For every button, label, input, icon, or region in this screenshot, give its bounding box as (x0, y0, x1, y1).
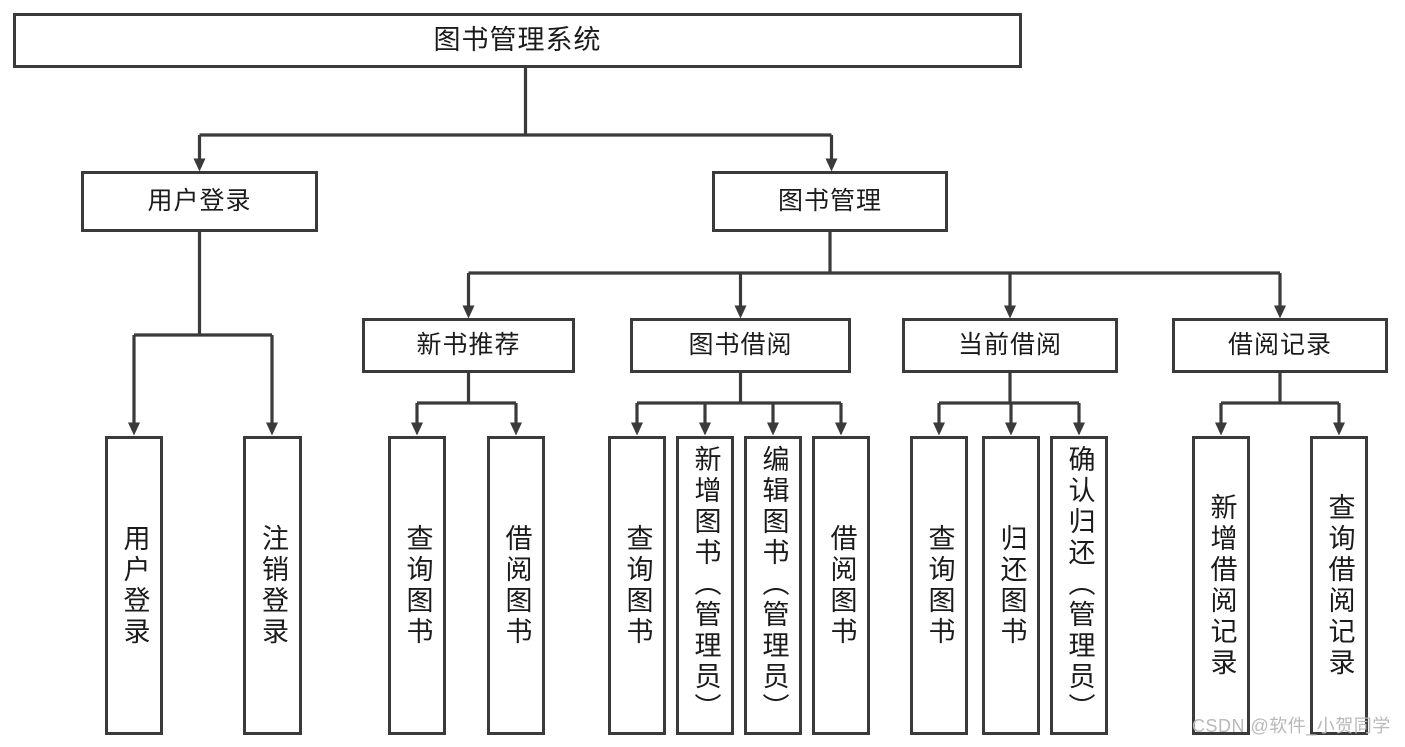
node-leaf-br-add[interactable]: 新增图书（管理员） (676, 436, 734, 735)
node-label: 图书借阅 (688, 331, 793, 360)
node-label: 新书推荐 (416, 331, 521, 360)
node-leaf-nb-borrow[interactable]: 借阅图书 (487, 436, 545, 735)
node-label: 新增图书（管理员） (690, 445, 721, 724)
node-bookmgmt[interactable]: 图书管理 (712, 171, 948, 232)
node-current[interactable]: 当前借阅 (902, 318, 1118, 373)
node-leaf-rec-add[interactable]: 新增借阅记录 (1192, 436, 1250, 735)
node-label: 编辑图书（管理员） (758, 445, 789, 724)
node-label: 借阅图书 (501, 523, 532, 648)
node-label: 用户登录 (147, 187, 252, 216)
node-label: 查询图书 (622, 523, 653, 648)
node-label: 图书管理 (777, 187, 882, 216)
node-label: 图书管理系统 (433, 24, 602, 55)
node-label: 查询图书 (924, 523, 955, 648)
node-login[interactable]: 用户登录 (81, 171, 318, 232)
node-leaf-br-query[interactable]: 查询图书 (608, 436, 666, 735)
node-borrow[interactable]: 图书借阅 (630, 318, 851, 373)
node-leaf-user-login[interactable]: 用户登录 (105, 436, 163, 735)
node-leaf-cur-return[interactable]: 归还图书 (982, 436, 1040, 735)
node-label: 确认归还（管理员） (1064, 445, 1095, 724)
node-records[interactable]: 借阅记录 (1172, 318, 1388, 373)
node-label: 当前借阅 (957, 331, 1062, 360)
node-label: 用户登录 (119, 523, 150, 648)
node-label: 借阅图书 (826, 523, 857, 648)
node-label: 注销登录 (258, 523, 288, 648)
node-leaf-cur-confirm[interactable]: 确认归还（管理员） (1050, 436, 1108, 735)
node-label: 归还图书 (996, 523, 1027, 648)
node-root[interactable]: 图书管理系统 (13, 13, 1022, 68)
node-leaf-br-lend[interactable]: 借阅图书 (812, 436, 870, 735)
node-label: 借阅记录 (1227, 331, 1332, 360)
node-label: 查询借阅记录 (1324, 492, 1355, 679)
node-leaf-nb-query[interactable]: 查询图书 (388, 436, 446, 735)
node-leaf-rec-query[interactable]: 查询借阅记录 (1310, 436, 1368, 735)
node-leaf-user-logout[interactable]: 注销登录 (243, 436, 302, 735)
node-leaf-cur-query[interactable]: 查询图书 (910, 436, 968, 735)
node-label: 查询图书 (402, 523, 433, 648)
node-label: 新增借阅记录 (1206, 492, 1237, 679)
node-newbook[interactable]: 新书推荐 (362, 318, 575, 373)
node-leaf-br-edit[interactable]: 编辑图书（管理员） (744, 436, 802, 735)
